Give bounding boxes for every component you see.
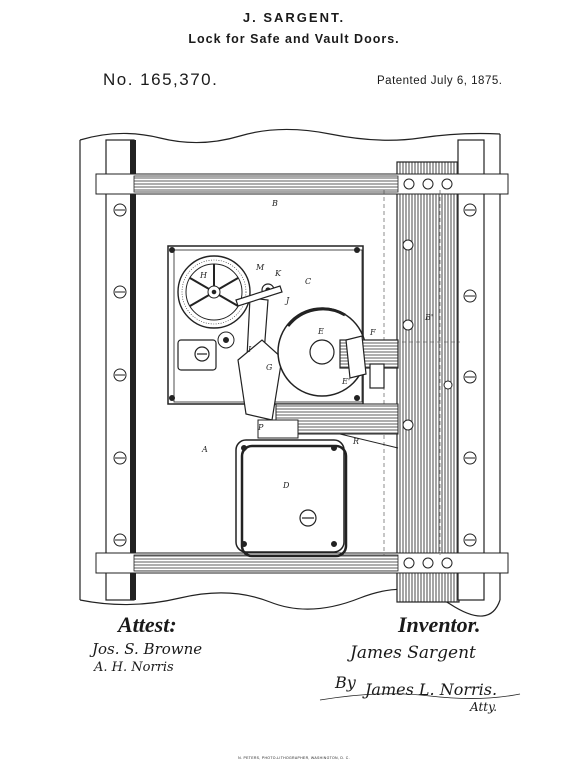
clockwork-wheel <box>177 255 251 349</box>
label-j: J <box>284 296 290 305</box>
signature-flourish <box>319 693 521 701</box>
bottom-bolt-rod <box>95 552 509 574</box>
bolt-connector <box>339 335 399 389</box>
label-c: C <box>305 277 311 286</box>
inventor-name: J. SARGENT. <box>242 10 346 25</box>
by-label: By <box>335 673 356 692</box>
label-h: H <box>199 271 208 280</box>
screw-heads <box>113 178 477 569</box>
reference-labels: B C K M H J I G E F E' B' P R A D <box>199 199 433 490</box>
witness-signature-1: Jos. S. Browne <box>92 640 203 658</box>
attest-heading: Attest: <box>118 612 177 637</box>
witness-signature-2: A. H. Norris <box>94 660 174 675</box>
lock-box <box>235 439 348 558</box>
inventor-heading: Inventor. <box>398 612 481 637</box>
lithographer-credit: N. PETERS, PHOTO-LITHOGRAPHER, WASHINGTO… <box>238 756 350 760</box>
right-vertical-bar <box>396 139 485 603</box>
label-i: I <box>247 345 252 354</box>
label-a: A <box>201 445 208 454</box>
patent-title: Lock for Safe and Vault Doors. <box>188 32 400 46</box>
label-k: K <box>274 269 282 278</box>
label-g: G <box>266 363 273 372</box>
top-bolt-rod <box>95 173 509 195</box>
door-frame <box>79 128 501 617</box>
attorney-signature: James L. Norris. <box>365 680 498 699</box>
patent-number: No. 165,370. <box>103 70 219 89</box>
inventor-signature: James Sargent <box>350 643 476 663</box>
patent-date: Patented July 6, 1875. <box>377 75 503 87</box>
label-e-prime: E' <box>341 377 350 386</box>
label-b: B <box>271 199 278 208</box>
label-p: P <box>257 423 264 432</box>
label-r: R <box>352 437 359 446</box>
label-e: E <box>317 327 324 336</box>
label-b-prime: B' <box>424 313 433 322</box>
label-f: F <box>369 328 376 337</box>
pivot-block <box>177 339 217 371</box>
bolt-wheel <box>277 307 367 397</box>
label-m: M <box>255 263 265 272</box>
label-d: D <box>282 481 290 490</box>
attorney-label: Atty. <box>470 700 498 714</box>
bolt-dog <box>237 339 283 421</box>
sliding-bolt <box>257 403 399 449</box>
